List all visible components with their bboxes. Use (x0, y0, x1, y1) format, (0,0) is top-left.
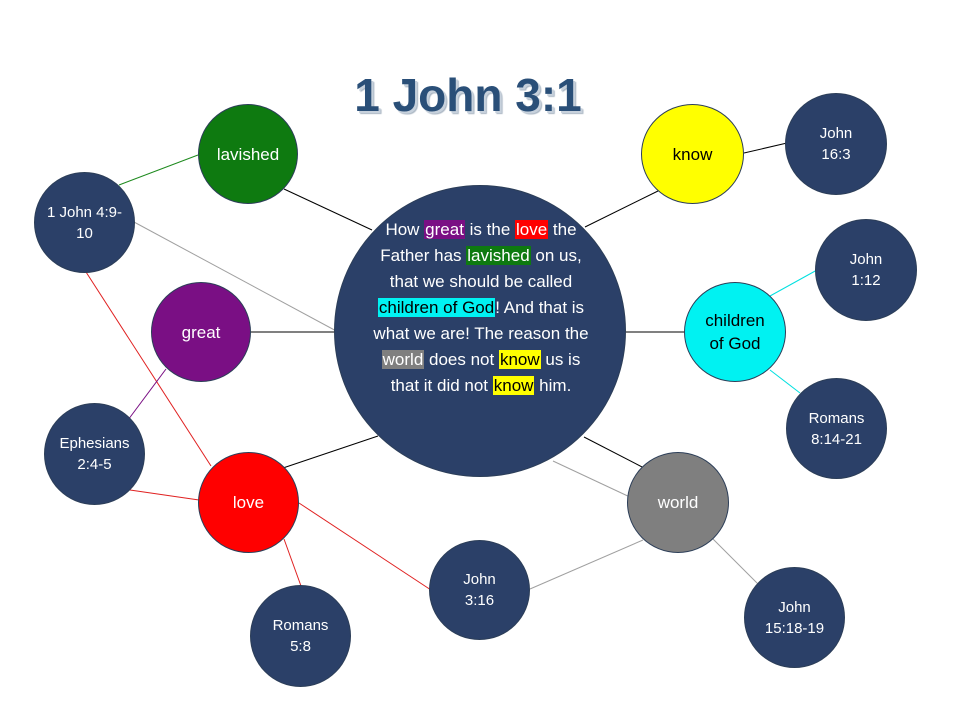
verse-segment: on us, that we should be called (389, 246, 582, 291)
highlighted-word: world (381, 350, 425, 369)
reference-john-1-node: John 1:12 (815, 219, 917, 321)
keyword-lavished-label: lavished (216, 144, 280, 164)
reference-ephesians-node: Ephesians 2:4-5 (44, 403, 145, 505)
verse-segment: is the (464, 220, 516, 239)
keyword-love-node: love (198, 452, 299, 553)
reference-john-15-label: John 15:18-19 (764, 598, 825, 637)
link-john16-know (743, 142, 788, 154)
reference-romans-5-label: Romans 5:8 (272, 617, 329, 655)
keyword-world-node: world (627, 452, 729, 553)
reference-romans-8-label: Romans 8:14-21 (808, 409, 865, 448)
reference-john-16-node: John 16:3 (785, 93, 887, 195)
reference-john-3-label: John 3:16 (463, 571, 496, 609)
link-ephesians-love (129, 489, 200, 501)
link-john4-love (85, 271, 212, 467)
keyword-lavished-node: lavished (198, 104, 298, 204)
keyword-great-label: great (181, 322, 221, 342)
keyword-world-label: world (657, 493, 699, 512)
keyword-know-label: know (672, 144, 713, 164)
link-john3-world (529, 539, 644, 590)
link-john1-children (769, 269, 818, 297)
verse-text: How great is the love the Father has lav… (371, 217, 591, 399)
verse-segment: How (385, 220, 425, 239)
highlighted-word: great (424, 220, 465, 239)
link-love-romans5 (283, 538, 302, 587)
keyword-children-node: children of God (684, 282, 786, 382)
highlighted-word: know (492, 376, 535, 395)
verse-segment: the Father has (380, 220, 577, 265)
link-john4-lavished (118, 154, 199, 186)
link-love-center (282, 435, 379, 469)
reference-john-1-label: John 1:12 (849, 251, 883, 289)
link-romans8-children (769, 369, 801, 394)
link-ephesians-great (127, 368, 167, 421)
reference-john-15-node: John 15:18-19 (744, 567, 845, 668)
verse-segment: us is that it did not (390, 350, 581, 395)
reference-1john-4-label: 1 John 4:9-10 (46, 203, 123, 242)
reference-john-16-label: John 16:3 (819, 125, 853, 163)
link-john4-center (133, 221, 341, 334)
link-lavished-center (283, 188, 373, 231)
keyword-know-node: know (641, 104, 744, 204)
verse-segment: him. (534, 376, 572, 395)
highlighted-word: love (515, 220, 549, 239)
verse-segment: ! And that is what we are! The reason th… (373, 298, 589, 343)
reference-ephesians-label: Ephesians 2:4-5 (59, 435, 130, 473)
link-know-center (584, 189, 661, 228)
reference-romans-8-node: Romans 8:14-21 (786, 378, 887, 479)
highlighted-word: children of God (377, 298, 496, 317)
verse-segment: does not (424, 350, 499, 369)
highlighted-word: lavished (466, 246, 531, 265)
keyword-children-label: children of God (705, 311, 765, 353)
highlighted-word: know (498, 350, 541, 369)
link-world-center-gray (552, 460, 633, 499)
link-love-john3 (298, 502, 432, 591)
center-verse-node: How great is the love the Father has lav… (334, 185, 626, 477)
link-world-john15 (710, 536, 759, 585)
keyword-love-label: love (232, 493, 265, 512)
reference-romans-5-node: Romans 5:8 (250, 585, 351, 687)
link-world-center (583, 436, 645, 469)
reference-1john-4-node: 1 John 4:9-10 (34, 172, 135, 273)
keyword-great-node: great (151, 282, 251, 382)
page-title: 1 John 3:1 (354, 69, 582, 121)
reference-john-3-node: John 3:16 (429, 540, 530, 640)
